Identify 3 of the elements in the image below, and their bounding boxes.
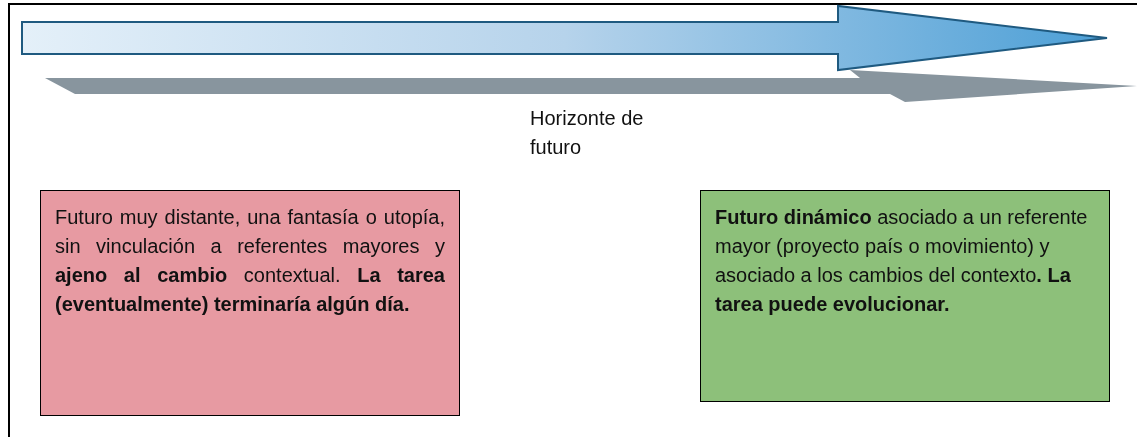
- text-box: Futuro muy distante, una fantasía o utopía, sin vinculación a referentes mayores y ajeno al cambio contextual. La tarea (eventualmente) terminaría algún día.: [40, 190, 460, 416]
- text-box: Futuro dinámico asociado a un referente mayor (proyecto país o movimiento) y asociado a los cambios del contexto. La tarea puede evolucionar.: [700, 190, 1110, 402]
- axis-caption: Horizonte de futuro: [530, 106, 645, 160]
